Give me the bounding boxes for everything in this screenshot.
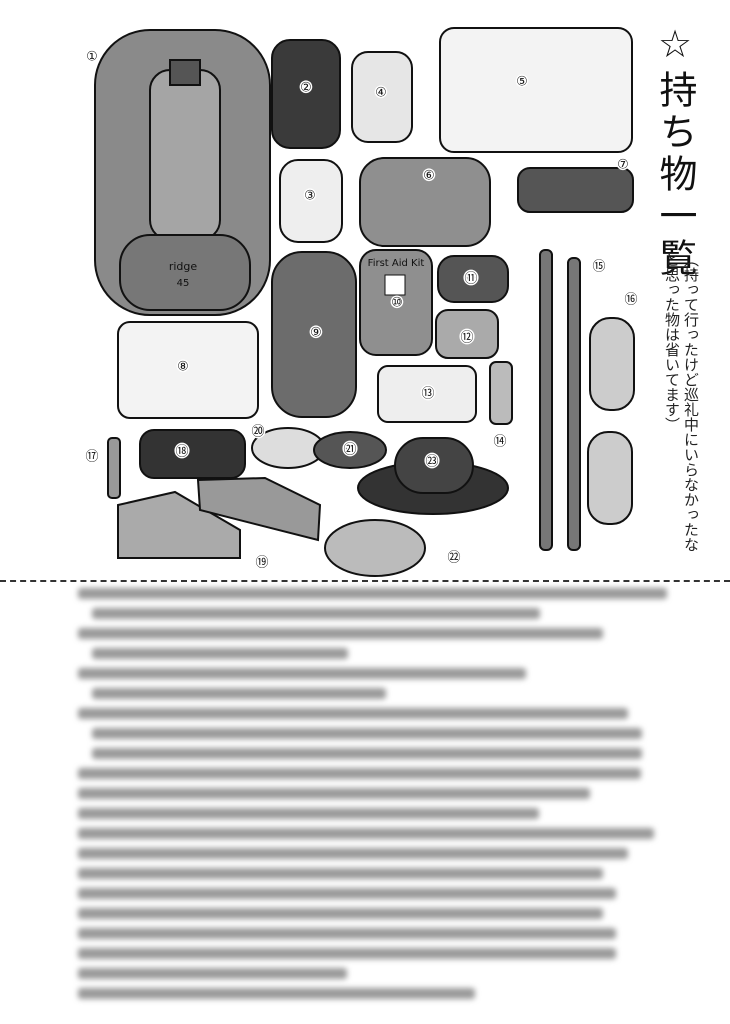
item-number-4: ④ — [375, 86, 387, 101]
small-white-sack — [279, 159, 343, 243]
backpack-brand: ridge — [169, 260, 198, 273]
sandal — [589, 317, 635, 411]
item-number-2: ② — [300, 81, 312, 96]
item-number-5: ⑤ — [516, 75, 528, 90]
backpack — [94, 29, 271, 316]
packing-cube-large — [439, 27, 633, 153]
hat — [357, 437, 509, 515]
small-tube — [107, 437, 121, 499]
item-number-23: ㉓ — [425, 455, 438, 470]
item-number-8: ⑧ — [177, 360, 189, 375]
item-number-1: ① — [86, 50, 98, 65]
dashed-divider — [0, 580, 730, 582]
bottle — [489, 361, 513, 425]
first-aid-label: First Aid Kit — [368, 258, 425, 269]
item-number-11: ⑪ — [464, 272, 477, 287]
title-note: （持って行ったけど巡礼中にいらなかったなと思った物は省いてます） — [663, 252, 700, 552]
page-title: ☆持ち物一覧 — [653, 22, 697, 280]
dark-stuff-sack — [271, 39, 341, 149]
rain-cover — [324, 519, 426, 577]
packing-cube-medium — [117, 321, 259, 419]
backpack-size: 45 — [177, 278, 190, 289]
item-number-14: ⑭ — [493, 435, 506, 450]
first-aid-kit — [359, 249, 433, 356]
item-number-17: ⑰ — [85, 450, 98, 465]
sandal — [587, 431, 633, 525]
dark-pouch — [437, 255, 509, 303]
item-number-3: ③ — [304, 189, 316, 204]
item-number-7: ⑦ — [617, 158, 629, 173]
item-number-21: ㉑ — [343, 443, 356, 458]
sleeping-bag — [271, 251, 357, 418]
item-number-16: ⑯ — [624, 293, 637, 308]
gloves — [139, 429, 246, 479]
hiking-boots — [117, 490, 241, 559]
zip-pouch — [435, 309, 499, 359]
item-number-20: ⑳ — [251, 425, 264, 440]
item-number-9: ⑨ — [310, 326, 322, 341]
item-number-15: ⑮ — [592, 260, 605, 275]
blurred-body-text — [78, 588, 718, 1008]
neck-gaiter — [517, 167, 634, 213]
glasses-case — [313, 431, 387, 469]
item-number-22: ㉒ — [447, 551, 460, 566]
hiking-boots — [196, 476, 322, 542]
item-number-10: ⑩ — [391, 296, 403, 311]
item-number-12: ⑫ — [460, 331, 473, 346]
item-number-6: ⑥ — [423, 169, 435, 184]
white-sack — [351, 51, 413, 143]
waist-pouch — [359, 157, 491, 247]
item-number-18: ⑱ — [175, 445, 188, 460]
item-number-13: ⑬ — [421, 387, 434, 402]
trekking-poles — [539, 249, 581, 551]
packing-pouch-small — [377, 365, 477, 423]
packing-list-illustration: First Aid Kit ridge — [84, 27, 639, 577]
item-number-19: ⑲ — [255, 556, 268, 571]
